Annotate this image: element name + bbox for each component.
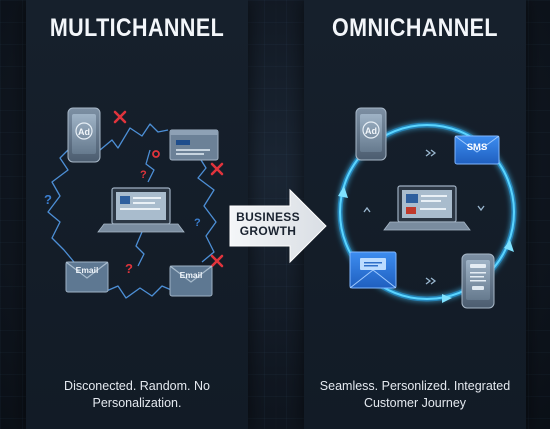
multichannel-caption-line-2: Personalization. xyxy=(92,396,182,410)
red-dot-marker xyxy=(152,150,160,158)
omnichannel-caption: Seamless. Personlized. Integrated Custom… xyxy=(304,378,526,412)
multichannel-caption-line-1: Disconected. Random. No xyxy=(64,379,210,393)
right-email-envelope-icon xyxy=(349,251,397,289)
arrow-label-line-2: GROWTH xyxy=(239,224,297,238)
svg-text:?: ? xyxy=(140,169,147,181)
multichannel-caption: Disconected. Random. No Personalization. xyxy=(26,378,248,412)
business-growth-arrow xyxy=(229,188,327,264)
right-message-phone-icon xyxy=(461,253,495,309)
business-growth-label: BUSINESS GROWTH xyxy=(233,210,303,238)
left-email-envelope-1 xyxy=(65,261,109,293)
omnichannel-caption-line-2: Customer Journey xyxy=(363,396,467,410)
omnichannel-ring xyxy=(337,122,517,302)
browser-window-icon xyxy=(169,129,219,161)
chevron-hints xyxy=(363,149,485,285)
svg-text:?: ? xyxy=(194,217,201,229)
left-email-label-1: Email xyxy=(76,265,99,275)
chaotic-connection-lines xyxy=(47,123,217,299)
left-email-label-2: Email xyxy=(180,270,203,280)
right-laptop-icon xyxy=(383,185,471,231)
right-ad-label: Ad xyxy=(365,126,377,136)
left-ad-label: Ad xyxy=(78,127,90,137)
ad-phone-icon xyxy=(67,107,101,163)
multichannel-title: MULTICHANNEL xyxy=(49,14,225,42)
omnichannel-title: OMNICHANNEL xyxy=(332,14,498,42)
sms-label: SMS xyxy=(467,142,488,153)
question-marks: ? ? ? ? xyxy=(44,169,201,276)
svg-text:?: ? xyxy=(125,261,133,276)
svg-text:?: ? xyxy=(44,192,52,207)
ring-direction-arrows xyxy=(338,186,514,303)
left-laptop-icon xyxy=(97,187,185,233)
left-email-envelope-2 xyxy=(169,265,213,297)
arrow-label-line-1: BUSINESS xyxy=(236,210,300,224)
right-ad-phone-icon xyxy=(355,107,387,161)
disconnect-x-marks xyxy=(113,110,224,268)
sms-envelope-icon xyxy=(454,135,500,165)
omnichannel-caption-line-1: Seamless. Personlized. Integrated xyxy=(319,379,511,393)
